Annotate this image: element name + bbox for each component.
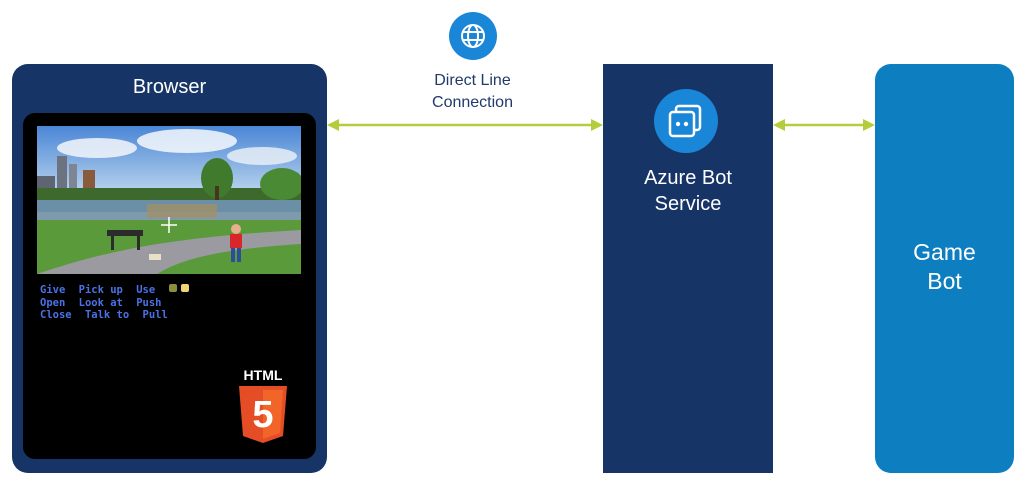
verb-pull: Pull bbox=[142, 309, 168, 321]
verb-close: Close bbox=[40, 309, 72, 321]
azure-bot-service-title-line1: Azure Bot bbox=[644, 167, 732, 189]
inventory-item bbox=[169, 284, 177, 292]
inventory bbox=[169, 284, 189, 292]
bot-icon bbox=[654, 89, 718, 153]
game-scene-image bbox=[37, 126, 301, 274]
verb-pick-up: Pick up bbox=[78, 284, 123, 296]
html5-logo-number: 5 bbox=[252, 394, 273, 436]
game-bot-title-line2: Bot bbox=[927, 268, 962, 294]
verb-give: Give bbox=[40, 284, 66, 296]
bot-connection-arrow bbox=[773, 119, 875, 131]
game-bot-title: Game Bot bbox=[875, 238, 1014, 296]
verb-row: Close Talk to Pull bbox=[40, 309, 175, 322]
game-screen: Give Pick up Use Open Look at Push Close… bbox=[23, 113, 316, 459]
globe-icon bbox=[449, 12, 497, 60]
inventory-item bbox=[181, 284, 189, 292]
browser-title: Browser bbox=[132, 76, 207, 98]
direct-line-label: Direct Line Connection bbox=[400, 70, 545, 114]
verb-menu: Give Pick up Use Open Look at Push Close… bbox=[40, 284, 175, 322]
direct-line-label-line2: Connection bbox=[432, 94, 513, 111]
game-bot-panel: Game Bot bbox=[875, 64, 1014, 473]
azure-bot-service-title-line2: Service bbox=[654, 193, 722, 215]
game-bot-title-line1: Game bbox=[913, 239, 976, 265]
azure-bot-service-title: Azure Bot Service bbox=[603, 165, 773, 217]
azure-bot-service-panel: Azure Bot Service bbox=[603, 64, 773, 473]
direct-line-arrow bbox=[327, 119, 603, 131]
direct-line-label-line1: Direct Line bbox=[434, 72, 511, 89]
browser-panel: Browser bbox=[12, 64, 327, 473]
verb-open: Open bbox=[40, 296, 66, 309]
html5-logo-icon: HTML 5 bbox=[239, 367, 287, 443]
verb-row: Open Look at Push bbox=[40, 297, 175, 310]
verb-talk-to: Talk to bbox=[84, 309, 130, 321]
verb-row: Give Pick up Use bbox=[40, 284, 175, 297]
verb-look-at: Look at bbox=[78, 296, 123, 309]
html5-logo-text: HTML bbox=[244, 367, 283, 383]
verb-use: Use bbox=[136, 284, 156, 296]
verb-push: Push bbox=[136, 296, 162, 309]
